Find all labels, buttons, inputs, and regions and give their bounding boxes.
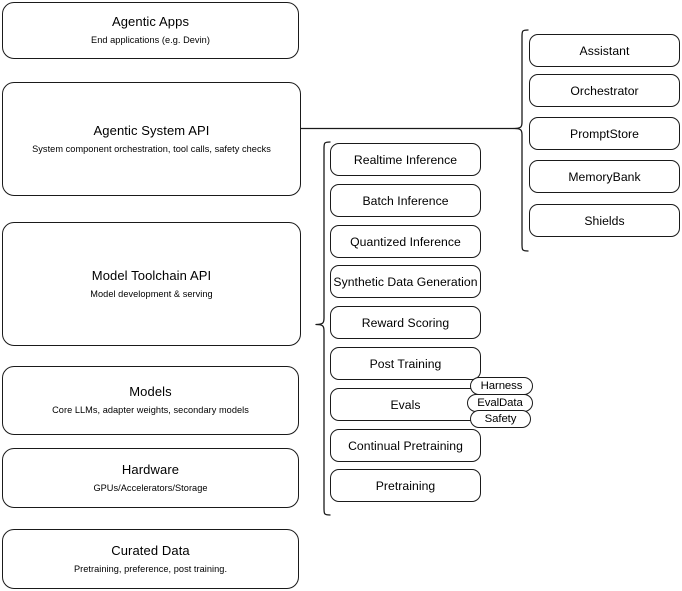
component-post-training[interactable]: Post Training	[330, 347, 481, 380]
connector-system-api-to-components	[300, 120, 520, 138]
component-label: Synthetic Data Generation	[333, 274, 478, 289]
component-assistant[interactable]: Assistant	[529, 34, 680, 67]
component-reward-scoring[interactable]: Reward Scoring	[330, 306, 481, 339]
layer-title: Curated Data	[111, 542, 190, 558]
component-label: Post Training	[369, 356, 442, 371]
layer-subtitle: Pretraining, preference, post training.	[73, 563, 228, 574]
component-label: Shields	[584, 213, 625, 228]
component-batch-inference[interactable]: Batch Inference	[330, 184, 481, 217]
component-label: Pretraining	[375, 478, 436, 493]
layer-hardware[interactable]: Hardware GPUs/Accelerators/Storage	[2, 448, 299, 508]
component-label: Reward Scoring	[361, 315, 450, 330]
component-label: Quantized Inference	[350, 234, 461, 249]
layer-models[interactable]: Models Core LLMs, adapter weights, secon…	[2, 366, 299, 435]
layer-subtitle: End applications (e.g. Devin)	[91, 35, 210, 46]
layer-agentic-system-api[interactable]: Agentic System API System component orch…	[2, 82, 301, 196]
component-evals[interactable]: Evals	[330, 388, 481, 421]
component-memorybank[interactable]: MemoryBank	[529, 160, 680, 193]
badge-label: EvalData	[477, 397, 523, 409]
component-label: PromptStore	[570, 126, 639, 141]
layer-subtitle: System component orchestration, tool cal…	[32, 143, 271, 154]
component-realtime-inference[interactable]: Realtime Inference	[330, 143, 481, 176]
component-label: Assistant	[579, 43, 630, 58]
component-label: Batch Inference	[362, 193, 449, 208]
layer-title: Model Toolchain API	[91, 267, 212, 283]
component-shields[interactable]: Shields	[529, 204, 680, 237]
layer-title: Models	[129, 384, 172, 400]
component-quantized-inference[interactable]: Quantized Inference	[330, 225, 481, 258]
component-label: Evals	[390, 397, 421, 412]
component-label: MemoryBank	[568, 169, 641, 184]
layer-curated-data[interactable]: Curated Data Pretraining, preference, po…	[2, 529, 299, 589]
component-orchestrator[interactable]: Orchestrator	[529, 74, 680, 107]
component-pretraining[interactable]: Pretraining	[330, 469, 481, 502]
layer-title: Agentic Apps	[111, 14, 190, 30]
badge-label: Safety	[484, 413, 517, 425]
layer-subtitle: GPUs/Accelerators/Storage	[93, 482, 208, 493]
layer-subtitle: Core LLMs, adapter weights, secondary mo…	[52, 405, 249, 416]
layer-agentic-apps[interactable]: Agentic Apps End applications (e.g. Devi…	[2, 2, 299, 59]
layer-title: Hardware	[121, 461, 180, 477]
badge-label: Harness	[480, 380, 523, 392]
component-label: Orchestrator	[570, 83, 639, 98]
brace-path	[513, 29, 529, 252]
component-synthetic-data-generation[interactable]: Synthetic Data Generation	[330, 265, 481, 298]
component-promptstore[interactable]: PromptStore	[529, 117, 680, 150]
badge-safety[interactable]: Safety	[470, 410, 531, 428]
brace-path	[315, 141, 331, 516]
layer-model-toolchain-api[interactable]: Model Toolchain API Model development & …	[2, 222, 301, 346]
component-continual-pretraining[interactable]: Continual Pretraining	[330, 429, 481, 462]
layer-subtitle: Model development & serving	[90, 288, 213, 299]
layer-title: Agentic System API	[93, 122, 210, 138]
component-label: Continual Pretraining	[348, 438, 463, 453]
badge-harness[interactable]: Harness	[470, 377, 533, 395]
component-label: Realtime Inference	[353, 152, 458, 167]
